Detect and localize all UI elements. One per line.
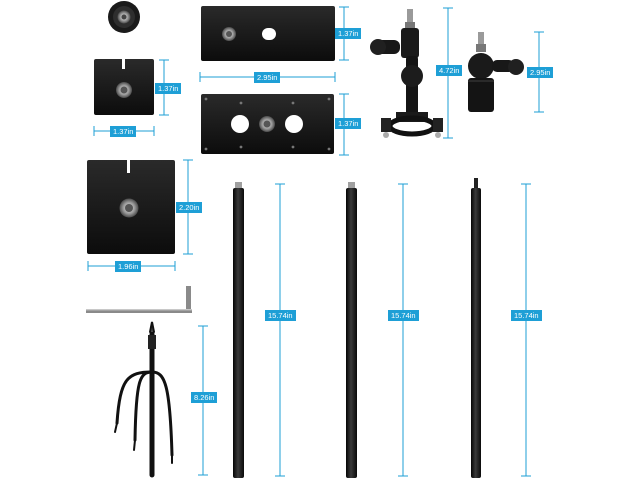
extension-pole-1	[233, 182, 244, 478]
ground-spike	[114, 321, 174, 478]
dim-label-top-plate-height: 1.37in	[335, 28, 362, 39]
extension-pole-3	[471, 178, 481, 478]
dim-label-mount-short-height: 2.95in	[527, 67, 554, 78]
dim-label-middle-plate-height: 1.37in	[335, 118, 362, 129]
dim-label-pole-2-length: 15.74in	[388, 310, 419, 321]
allen-key	[86, 286, 192, 313]
long-slotted-plate	[201, 6, 335, 61]
short-ball-head-mount	[468, 32, 524, 112]
extension-pole-2	[346, 182, 357, 478]
dim-label-pole-3-length: 15.74in	[511, 310, 542, 321]
three-hole-plate	[201, 94, 334, 154]
dim-label-small-plate-height: 1.37in	[155, 83, 182, 94]
dim-label-small-plate-width: 1.37in	[110, 126, 137, 137]
thumb-knob	[108, 1, 140, 33]
dim-label-spike-height: 8.26in	[191, 392, 218, 403]
dim-label-large-plate-width: 1.96in	[115, 261, 142, 272]
dim-label-top-plate-width: 2.95in	[254, 72, 281, 83]
small-square-plate	[94, 59, 154, 115]
dim-label-pole-1-length: 15.74in	[265, 310, 296, 321]
dim-label-mount-tall-height: 4.72in	[436, 65, 463, 76]
tall-ball-head-mount	[370, 9, 443, 138]
dim-label-large-plate-height: 2.20in	[176, 202, 203, 213]
large-square-plate	[87, 160, 175, 254]
